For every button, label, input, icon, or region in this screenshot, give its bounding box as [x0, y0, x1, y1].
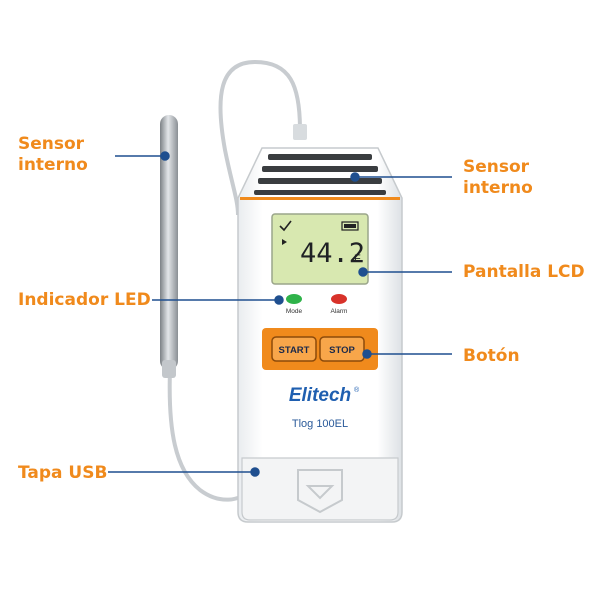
alarm-led — [331, 294, 347, 304]
registered-mark: ® — [354, 386, 360, 394]
callout-lcd: Pantalla LCD — [463, 262, 585, 282]
lcd-screen: 44.2 F — [271, 213, 369, 285]
mode-led — [286, 294, 302, 304]
orange-trim — [240, 197, 400, 200]
button-panel: START STOP — [262, 328, 378, 370]
callout-usb-cap: Tapa USB — [18, 463, 108, 483]
start-button-label: START — [279, 345, 310, 356]
callout-led: Indicador LED — [18, 290, 151, 310]
battery-icon — [341, 221, 359, 231]
usb-cap[interactable] — [241, 457, 399, 521]
brand-logo: Elitech — [289, 385, 351, 406]
stop-button[interactable] — [319, 336, 365, 362]
check-icon — [279, 220, 292, 232]
leader-lines — [108, 151, 452, 477]
probe-cable — [167, 59, 307, 502]
temperature-unit: F — [354, 253, 361, 265]
callout-button: Botón — [463, 346, 520, 366]
probe-rod — [160, 115, 178, 378]
stop-button-label: STOP — [329, 345, 355, 356]
temperature-reading: 44.2 — [300, 238, 365, 269]
alarm-led-label: Alarm — [331, 308, 348, 315]
play-icon — [282, 239, 287, 245]
model-name: Tlog 100EL — [292, 418, 348, 430]
callout-sensor-internal: Sensor interno — [463, 157, 533, 198]
callout-sensor-probe: Sensor interno — [18, 134, 88, 175]
branding: Elitech ® Tlog 100EL — [289, 385, 360, 430]
mode-led-label: Mode — [286, 308, 303, 315]
led-indicators: Mode Alarm — [286, 294, 348, 315]
start-button[interactable] — [271, 336, 317, 362]
